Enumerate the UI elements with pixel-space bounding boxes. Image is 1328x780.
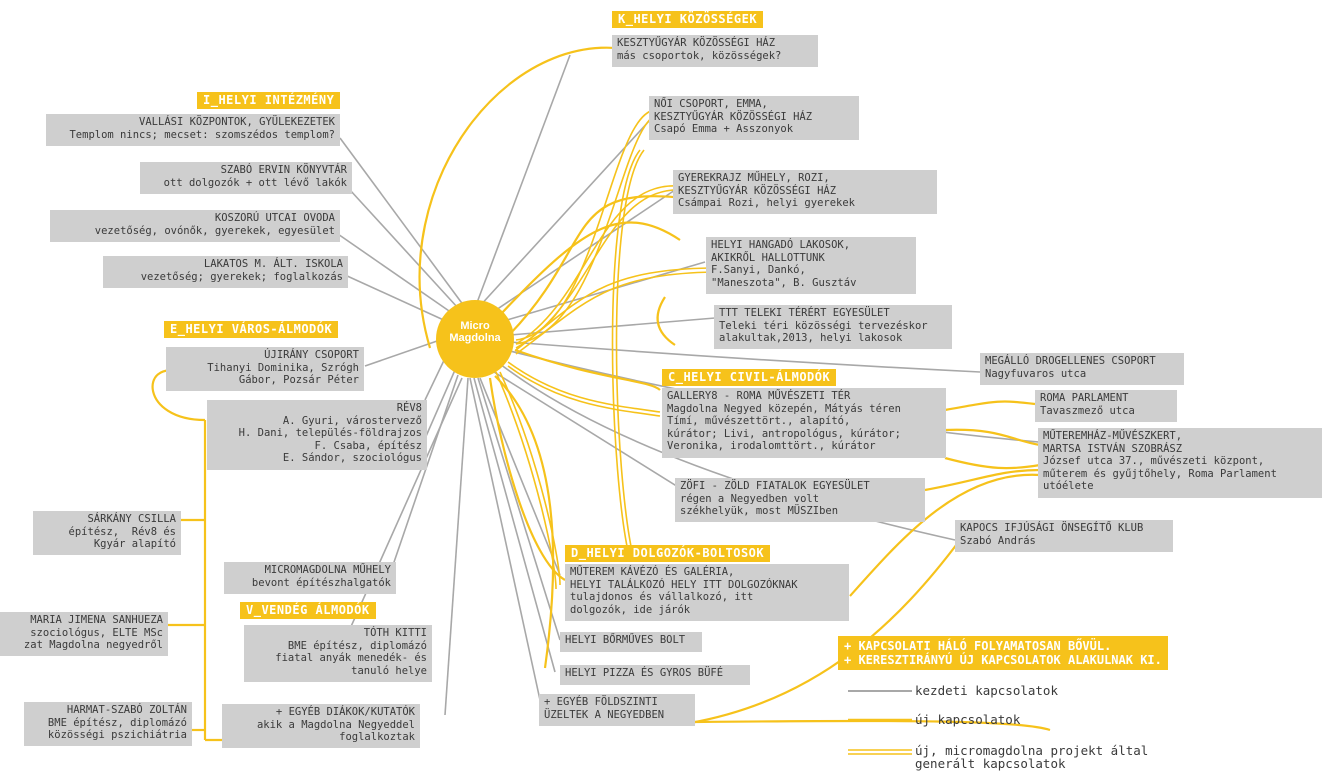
node-kapocs: KAPOCS IFJÚSÁGI ÖNSEGÍTŐ KLUB Szabó Andr… xyxy=(955,520,1173,552)
legend-new-label: új kapcsolatok xyxy=(915,712,1021,727)
node-hangado-lakosok: HELYI HANGADÓ LAKOSOK, AKIKRŐL HALLOTTUN… xyxy=(706,237,916,294)
node-roma-parlament: ROMA PARLAMENT Tavaszmező utca xyxy=(1035,390,1177,422)
new-connections xyxy=(151,46,1051,742)
node-lakatos-iskola: LAKATOS M. ÁLT. ISKOLA vezetőség; gyerek… xyxy=(103,256,348,288)
generated-connections xyxy=(495,109,715,590)
node-sarkany-csilla: SÁRKÁNY CSILLA építész, Rév8 és Kgyár al… xyxy=(33,511,181,555)
node-foldszinti-uzletek: + EGYÉB FÖLDSZINTI ÜZELTEK A NEGYEDBEN xyxy=(539,694,695,726)
node-micromagdolna-muhely: MICROMAGDOLNA MŰHELY bevont építészhalga… xyxy=(224,562,396,594)
node-szabo-ervin: SZABÓ ERVIN KÖNYVTÁR ott dolgozók + ott … xyxy=(140,162,352,194)
category-c-helyi-civil-almodok: C_HELYI CIVIL-ÁLMODÓK xyxy=(662,369,837,386)
node-toth-kitti: TÓTH KITTI BME építész, diplomázó fiatal… xyxy=(244,625,432,682)
logo-text: Micro Magdolna xyxy=(449,320,501,344)
node-muteremhaz: MŰTEREMHÁZ-MŰVÉSZKERT, MARTSA ISTVÁN SZO… xyxy=(1038,428,1322,498)
legend-lines xyxy=(848,690,912,755)
legend-generated-label: új, micromagdolna projekt által generált… xyxy=(915,743,1149,771)
category-i-helyi-intezmeny: I_HELYI INTÉZMÉNY xyxy=(197,92,341,109)
category-e-helyi-varos-almodok: E_HELYI VÁROS-ÁLMODÓK xyxy=(164,321,339,338)
node-gallery8: GALLERY8 - ROMA MŰVÉSZETI TÉR Magdolna N… xyxy=(662,388,946,458)
node-koszoru-ovoda: KOSZORÚ UTCAI OVODA vezetőség, ovónők, g… xyxy=(50,210,340,242)
category-d-helyi-dolgozok-boltosok: D_HELYI DOLGOZÓK-BOLTOSOK xyxy=(565,545,771,562)
network-growth-note: + KAPCSOLATI HÁLÓ FOLYAMATOSAN BŐVÜL. + … xyxy=(838,636,1168,670)
category-v-vendeg-almodok: V_VENDÉG ÁLMODÓK xyxy=(240,602,376,619)
node-harmat-szabo: HARMAT-SZABÓ ZOLTÁN BME építész, diplomá… xyxy=(24,702,192,746)
node-kesztyugyar: KESZTYŰGYÁR KÖZÖSSÉGI HÁZ más csoportok,… xyxy=(612,35,818,67)
node-ttt-teleki: TTT TELEKI TÉRÉRT EGYESÜLET Teleki téri … xyxy=(714,305,952,349)
node-gyerekrajz-muhely: GYEREKRAJZ MŰHELY, ROZI, KESZTYŰGYÁR KÖZ… xyxy=(673,170,937,214)
node-zofi: ZÖFI - ZÖLD FIATALOK EGYESÜLET régen a N… xyxy=(675,478,925,522)
legend-initial-label: kezdeti kapcsolatok xyxy=(915,683,1058,698)
node-vallasi-kozpontok: VALLÁSI KÖZPONTOK, GYÜLEKEZETEK Templom … xyxy=(46,114,340,146)
node-megallo: MEGÁLLÓ DROGELLENES CSOPORT Nagyfuvaros … xyxy=(980,353,1184,385)
category-k-helyi-kozossegek: K_HELYI KÖZÖSSÉGEK xyxy=(612,11,764,28)
micromagdolna-logo: Micro Magdolna xyxy=(436,300,514,378)
node-bormuves-bolt: HELYI BŐRMŰVES BOLT xyxy=(560,632,702,652)
node-ujirany-csoport: ÚJIRÁNY CSOPORT Tihanyi Dominika, Szrógh… xyxy=(166,347,364,391)
node-rev8: RÉV8 A. Gyuri, várostervező H. Dani, tel… xyxy=(207,400,427,470)
node-maria-jimena: MARIA JIMENA SANHUEZA szociológus, ELTE … xyxy=(0,612,168,656)
node-egyeb-diakok: + EGYÉB DIÁKOK/KUTATÓK akik a Magdolna N… xyxy=(222,704,420,748)
node-pizza-gyros: HELYI PIZZA ÉS GYROS BÜFÉ xyxy=(560,665,750,685)
node-muterem-kavezo: MŰTEREM KÁVÉZÓ ÉS GALÉRIA, HELYI TALÁLKO… xyxy=(565,564,849,621)
node-noi-csoport: NŐI CSOPORT, EMMA, KESZTYŰGYÁR KÖZÖSSÉGI… xyxy=(649,96,859,140)
